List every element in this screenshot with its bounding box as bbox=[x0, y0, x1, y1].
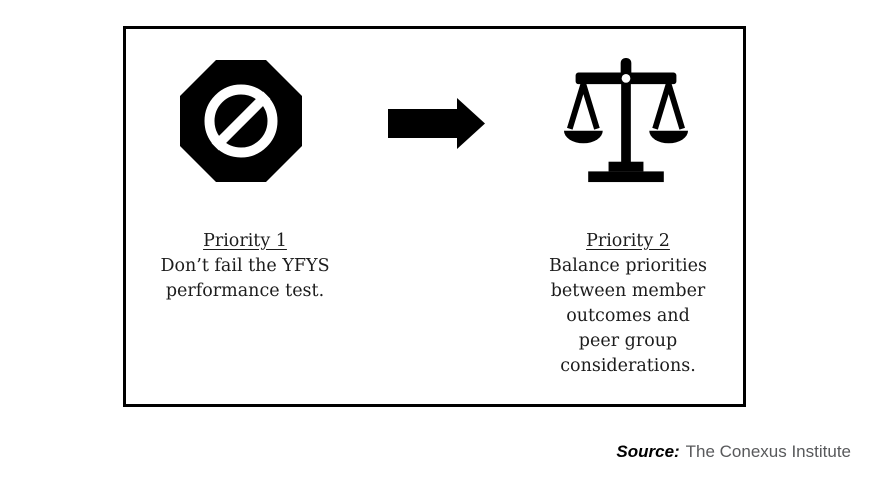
right-arrow-icon bbox=[388, 98, 485, 149]
balance-scale-icon bbox=[563, 58, 689, 183]
priority-2-title: Priority 2 bbox=[586, 231, 670, 251]
diagram-frame: Priority 1 Don’t fail the YFYS performan… bbox=[123, 26, 746, 407]
no-entry-octagon-icon bbox=[180, 60, 302, 182]
priority-1-description: Don’t fail the YFYS performance test. bbox=[160, 256, 330, 301]
priority-2-caption: Priority 2 Balance priorities between me… bbox=[528, 228, 728, 379]
priority-1-title: Priority 1 bbox=[203, 231, 287, 251]
source-label: Source: bbox=[616, 442, 680, 461]
source-name: The Conexus Institute bbox=[685, 442, 851, 461]
source-attribution: Source: The Conexus Institute bbox=[616, 441, 851, 463]
priority-2-description: Balance priorities between member outcom… bbox=[549, 256, 707, 376]
priority-1-caption: Priority 1 Don’t fail the YFYS performan… bbox=[145, 228, 345, 304]
